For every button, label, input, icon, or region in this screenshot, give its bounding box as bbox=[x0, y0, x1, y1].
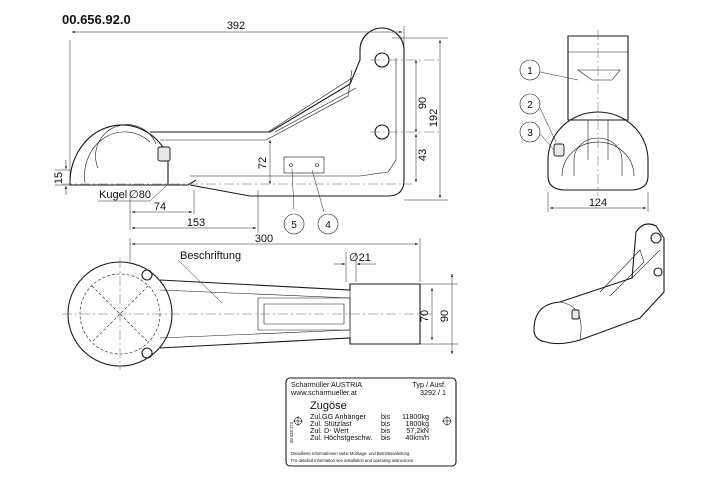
plate-row-label: Zul. D- Wert bbox=[310, 426, 349, 435]
name-plate: Scharmüller AUSTRIA www.scharmueller.at … bbox=[285, 377, 457, 467]
balloon-2 bbox=[519, 93, 541, 115]
plate-company: Scharmüller AUSTRIA bbox=[291, 380, 362, 389]
end-view-screw bbox=[553, 143, 565, 157]
plate-row-bis: bis bbox=[381, 426, 391, 435]
dim-body-height: 72 bbox=[257, 157, 269, 169]
dim-124: 124 bbox=[589, 197, 607, 209]
plate-row-value: 57,2kN bbox=[406, 426, 429, 435]
plate-type-label: Typ / Ausf. bbox=[412, 380, 446, 389]
plan-screw-2 bbox=[141, 347, 153, 359]
svg-text:1: 1 bbox=[527, 66, 533, 77]
iso-lower-hole bbox=[653, 267, 663, 277]
isometric-view bbox=[533, 223, 665, 345]
side-label-plate bbox=[283, 156, 325, 174]
ball-coupling-body bbox=[69, 124, 169, 186]
iso-screw bbox=[571, 309, 580, 320]
svg-text:2: 2 bbox=[527, 100, 533, 111]
svg-text:5: 5 bbox=[291, 220, 297, 231]
ball-inner-contour bbox=[84, 131, 151, 184]
plate-row-label: Zul. Höchstgeschw. bbox=[310, 433, 372, 442]
balloon-5 bbox=[283, 213, 305, 235]
drawbar-inner-line bbox=[160, 69, 353, 141]
rib-line-2 bbox=[274, 87, 357, 133]
plan-label-marking: Beschriftung bbox=[180, 250, 241, 262]
end-view: 124 1 2 3 bbox=[519, 30, 649, 212]
plate-type-value: 3292 / 1 bbox=[420, 388, 446, 397]
plate-row-bis: bis bbox=[381, 412, 391, 421]
plate-border bbox=[285, 377, 457, 467]
plate-row-bis: bis bbox=[381, 433, 391, 442]
side-view-dimensions: 392 90 192 43 72 15 Kugel∅80 74 153 5 4 bbox=[53, 20, 448, 235]
plate-note-en: For detailed information see installatio… bbox=[291, 458, 414, 463]
dim-ball-offset: 15 bbox=[53, 172, 65, 184]
plate-row-value: 1800kg bbox=[405, 419, 429, 428]
svg-text:4: 4 bbox=[325, 220, 331, 231]
dim-90-plan: 90 bbox=[439, 310, 451, 322]
plate-title: Zugöse bbox=[310, 400, 347, 412]
dim-300: 300 bbox=[255, 233, 273, 245]
plate-row-label: Zul. Stützlast bbox=[310, 419, 352, 428]
drawbar-lower-contour bbox=[190, 58, 397, 177]
part-number: 00.656.92.0 bbox=[62, 12, 131, 27]
plate-website: www.scharmueller.at bbox=[290, 388, 357, 397]
end-view-bracket bbox=[567, 35, 629, 121]
dim-ball-label: Kugel∅80 bbox=[99, 189, 151, 201]
plate-row-value: 11800kg bbox=[402, 412, 429, 421]
dim-height-total: 192 bbox=[428, 109, 440, 127]
dim-70: 70 bbox=[419, 310, 431, 322]
side-screw bbox=[157, 146, 171, 162]
side-view bbox=[62, 27, 440, 197]
dim-153: 153 bbox=[187, 217, 205, 229]
dim-overall-length: 392 bbox=[227, 20, 245, 32]
balloon-3 bbox=[519, 121, 541, 143]
ball-base-line bbox=[70, 179, 197, 186]
plate-row-value: 40km/h bbox=[405, 433, 429, 442]
plate-row-label: Zul.GG Anhänger bbox=[310, 412, 367, 421]
plate-row-bis: bis bbox=[381, 419, 391, 428]
dim-74: 74 bbox=[154, 201, 166, 213]
plate-note-de: Detaillierte Informationen siehe Montage… bbox=[291, 451, 410, 456]
svg-text:3: 3 bbox=[527, 128, 533, 139]
iso-upper-hole bbox=[650, 232, 662, 244]
iso-outline bbox=[533, 223, 665, 345]
balloon-1 bbox=[519, 59, 541, 81]
balloon-4 bbox=[317, 213, 339, 235]
end-view-ball-housing bbox=[547, 111, 649, 191]
plan-view: Beschriftung 300 ∅21 70 90 bbox=[62, 233, 458, 370]
plate-rows: Zul.GG Anhänger bis 11800kg Zul. Stützla… bbox=[310, 412, 429, 442]
dim-21: ∅21 bbox=[349, 252, 371, 264]
plate-serial: 08 628 173 bbox=[289, 421, 294, 443]
rib-line bbox=[267, 77, 353, 133]
dim-height-upper: 90 bbox=[417, 97, 429, 109]
dim-hole-offset: 43 bbox=[417, 149, 429, 161]
ball-inner-contour-2 bbox=[95, 124, 157, 169]
plan-screw bbox=[141, 269, 153, 281]
drawbar-outline bbox=[150, 27, 405, 197]
